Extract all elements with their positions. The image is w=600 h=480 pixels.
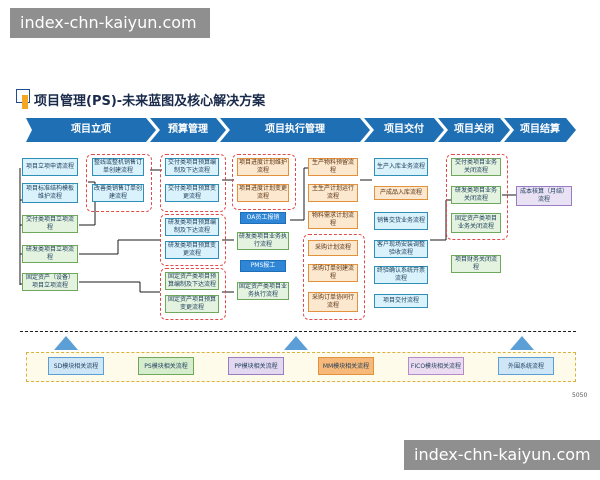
- flow-box-jiaofu-4: 客户现场安装调整验收流程: [374, 240, 428, 258]
- dash-group-budget-asset: [160, 268, 226, 320]
- flow-box-jiaofu-5: 终验确认系统开票流程: [374, 266, 428, 284]
- flow-box-jiaofu-3: 销售交货业务流程: [374, 212, 428, 230]
- flow-box-yusuan-6: 固定资产项目预算变更流程: [165, 295, 219, 313]
- flow-box-zhixing-1: 项目进度计划维护流程: [237, 158, 289, 176]
- flow-box-lixiang-4: 研发类项目立项流程: [22, 245, 78, 263]
- stage-zhixing: 项目执行管理: [220, 118, 370, 142]
- stage-label: 项目关闭: [454, 124, 494, 135]
- dash-group-sales-order: [86, 154, 152, 212]
- flow-box-guanbi-4: 项目财务关闭流程: [451, 255, 501, 273]
- module-fico: FICO模块相关流程: [408, 357, 464, 375]
- stage-lixiang: 项目立项: [26, 118, 156, 142]
- watermark-top: index-chn-kaiyun.com: [10, 8, 210, 38]
- module-sd: SD模块相关流程: [48, 357, 104, 375]
- flow-box-zhixing2-4: 采购计划流程: [308, 240, 358, 256]
- flow-box-jiaofu-1: 生产入库业务流程: [374, 158, 428, 176]
- flow-box-zhixing2-5: 采购订单创建流程: [308, 264, 358, 282]
- flow-box-zhixing-4: 研发类项目业务执行流程: [237, 232, 289, 250]
- stage-label: 项目结算: [520, 124, 560, 135]
- flow-box-zhixing2-2: 主生产计划运行流程: [308, 184, 358, 202]
- dash-group-schedule: [232, 154, 296, 210]
- flow-box-guanbi-1: 交付类项目业务关闭流程: [451, 158, 501, 176]
- title-icon: [22, 95, 28, 109]
- flow-box-yusuan-1: 交付类项目预算编制及下达流程: [165, 158, 219, 176]
- flow-box-yusuan-5: 固定资产类项目预算编制及下达流程: [165, 272, 219, 290]
- flow-box-lixiang-3: 交付类项目立项流程: [22, 215, 78, 233]
- flow-box-order-1: 整线或整机销售订单创建流程: [92, 158, 144, 176]
- watermark-bottom: index-chn-kaiyun.com: [404, 440, 600, 470]
- flow-box-zhixing-6: 固定资产类项目业务执行流程: [237, 282, 289, 300]
- flow-box-zhixing2-1: 生产物料预留流程: [308, 158, 358, 176]
- flow-box-zhixing2-6: 采购订单协同行流程: [308, 292, 358, 312]
- stage-guanbi: 项目关闭: [438, 118, 510, 142]
- flow-box-yusuan-4: 研发类项目预算变更流程: [165, 241, 219, 259]
- flow-box-lixiang-5: 固定资产（设备）项目立项流程: [22, 273, 78, 291]
- up-arrow-icon: [510, 336, 534, 350]
- flow-box-yusuan-3: 研发类项目预算编制及下达流程: [165, 218, 219, 236]
- page-number: 5050: [572, 392, 588, 399]
- stage-label: 项目执行管理: [265, 124, 325, 135]
- flow-box-jiaofu-2: 产成品入库流程: [374, 186, 428, 200]
- module-external: 外围系统流程: [498, 357, 554, 375]
- dash-group-budget-delivery: [160, 154, 226, 212]
- dash-group-close: [446, 154, 508, 240]
- stage-jiaofu: 项目交付: [364, 118, 444, 142]
- flow-box-zhixing2-3: 物料需求计划流程: [308, 211, 358, 229]
- module-ps: PS模块相关流程: [138, 357, 194, 375]
- up-arrow-icon: [284, 336, 308, 350]
- section-divider: [20, 331, 576, 332]
- dash-group-procurement: [303, 234, 365, 320]
- flow-box-guanbi-3: 固定资产类项目业务关闭流程: [451, 213, 501, 233]
- stage-yusuan: 预算管理: [150, 118, 226, 142]
- stage-label: 预算管理: [168, 124, 208, 135]
- module-bar: [26, 352, 576, 382]
- flow-box-zhixing-3: OA员工报销: [240, 212, 286, 224]
- flow-box-jiesuan-1: 成本核算（月结）流程: [516, 186, 572, 206]
- flow-box-lixiang-1: 项目立项申请流程: [22, 158, 78, 176]
- module-pp: PP模块相关流程: [228, 357, 284, 375]
- up-arrow-icon: [54, 336, 78, 350]
- flow-box-guanbi-2: 研发类项目业务关闭流程: [451, 186, 501, 204]
- flow-box-jiaofu-6: 项目交付流程: [374, 294, 428, 308]
- page-title: 项目管理(PS)-未来蓝图及核心解决方案: [34, 94, 266, 109]
- flow-box-lixiang-2: 项目标准结构模板维护流程: [22, 183, 78, 203]
- flow-box-zhixing-2: 项目进度计划变更流程: [237, 184, 289, 202]
- flow-box-yusuan-2: 交付类项目预算变更流程: [165, 184, 219, 202]
- module-mm: MM模块相关流程: [318, 357, 374, 375]
- stage-label: 项目交付: [384, 124, 424, 135]
- stage-jiesuan: 项目结算: [504, 118, 576, 142]
- flow-box-order-2: 改善类销售订单创建流程: [92, 184, 144, 202]
- stage-label: 项目立项: [71, 124, 111, 135]
- flow-box-zhixing-5: PMS报工: [240, 260, 286, 272]
- dash-group-budget-rd: [160, 214, 226, 266]
